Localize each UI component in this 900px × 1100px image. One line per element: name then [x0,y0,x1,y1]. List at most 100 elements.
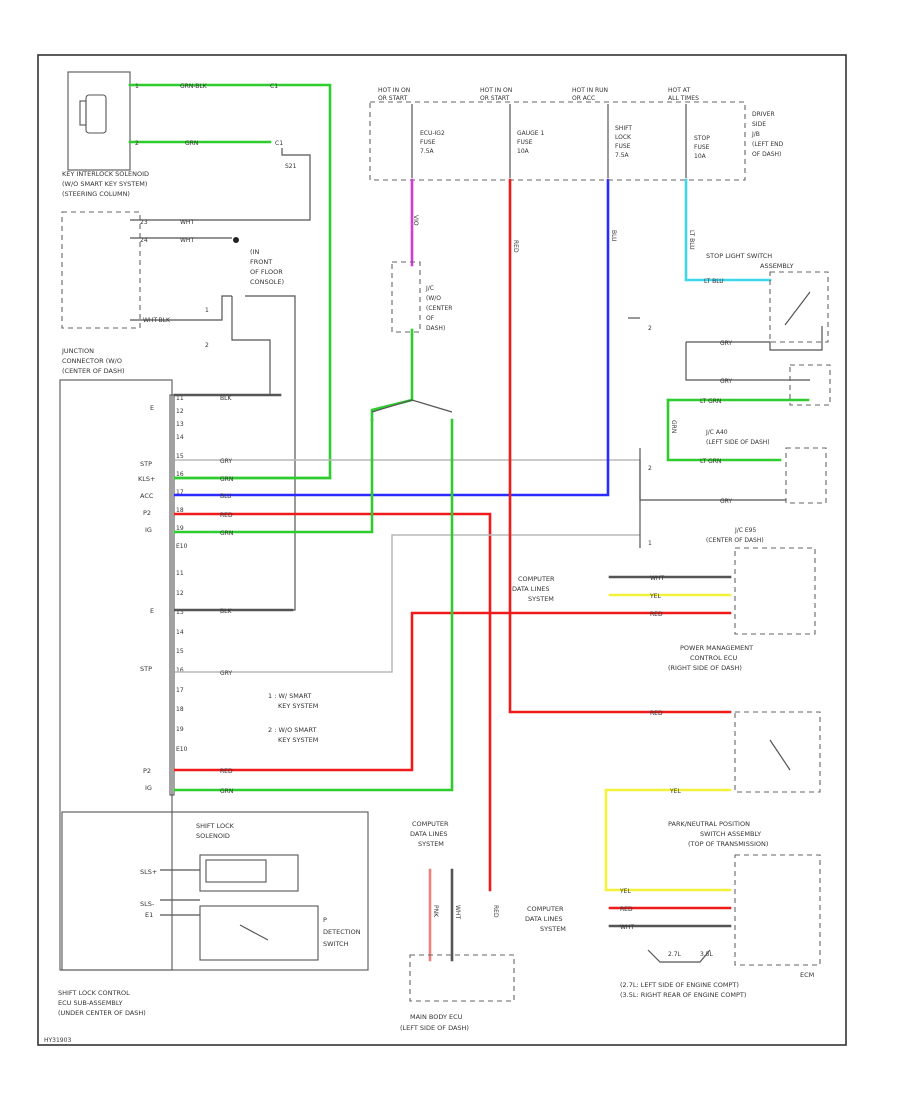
pin-ig-1: IG [145,526,152,534]
lbl-grn-2: GRN [220,530,233,537]
pin-num-5: 1 [648,540,652,547]
jc-dashed-box [61,211,141,329]
hot2-2: OR START [480,95,510,102]
lbl-ltblu-h: LT BLU [704,278,724,285]
fuse1-c: 7.5A [420,148,435,155]
fusebox-1: DRIVER [752,111,775,118]
front-floor-2: FRONT [250,258,272,266]
p-switch-contact [239,924,269,941]
lbl-ltblu: LT BLU [688,230,695,250]
wire-gry-stp-2 [175,534,640,673]
pin-num-2: 2 [205,342,209,349]
wire-red-p2 [173,512,492,892]
num-12b: 12 [176,590,184,597]
lbl-gry-3: GRY [720,378,732,385]
num-17a: 17 [176,489,184,496]
comp2-2: DATA LINES [525,915,562,923]
wire-blu-acc [173,178,610,497]
wire-grn-blk-sol [128,83,332,480]
body-ecu-2: (LEFT SIDE OF DASH) [400,1024,469,1032]
wire-blk-2 [175,295,296,611]
wire-ltblu-stop [684,178,772,282]
diagram-frame [37,54,847,1046]
shift-lock-control-ecu [61,811,369,971]
junction-label-3: (CENTER OF DASH) [62,367,125,375]
solenoid-inner [205,859,267,883]
lbl-grn-1: GRN [220,476,233,483]
lbl-ltgrn-2: LT GRN [700,458,721,465]
ecm-box [734,854,821,966]
sol-pin-1: 1 [135,83,139,90]
pin-stp-1: STP [140,460,152,468]
shift-ctrl-1: SHIFT LOCK CONTROL [58,989,130,997]
sol-conn-s21: S21 [285,163,297,170]
num-18b: 18 [176,706,184,713]
note-1a: 1 : W/ SMART [268,692,311,700]
solenoid-coil-bracket [79,100,87,126]
jc-wire-wht-1: WHT [180,219,194,226]
note-2a: 2 : W/O SMART [268,726,316,734]
wire-stop-gry [686,326,823,351]
comp2-3: SYSTEM [540,925,566,933]
lbl-yel-c: YEL [649,593,661,600]
comp1-3: SYSTEM [528,595,554,603]
fuse2-c: 10A [517,148,530,155]
num-16b: 16 [176,667,184,674]
lbl-blu-g: BLU [610,230,617,242]
jc-pin-strip [169,394,175,796]
front-floor-3: OF FLOOR [250,268,283,276]
note-2b: KEY SYSTEM [278,736,318,744]
jc-wire-wht-2: WHT [180,237,194,244]
ecu-e1: E1 [145,911,153,919]
num-e10b: E10 [176,746,188,753]
p-det-2: DETECTION [323,928,361,936]
comp3-3: SYSTEM [418,840,444,848]
pin-acc: ACC [140,492,154,500]
jc-top-3: (CENTER [426,305,452,312]
num-13a: 13 [176,421,184,428]
jc-a40-box [789,364,831,406]
fusebox-4: (LEFT END [752,141,784,148]
ground-dot [233,237,239,243]
num-18a: 18 [176,507,184,514]
lbl-wht-e: WHT [620,924,634,931]
ecm-3: (3.5L: RIGHT REAR OF ENGINE COMPT) [620,991,746,999]
front-floor-4: CONSOLE) [250,278,284,286]
lbl-red-1: RED [220,512,233,519]
fuse3-c: FUSE [615,143,631,150]
jc-wire-wht-blk: WHT-BLK [143,317,171,324]
pn-2: SWITCH ASSEMBLY [700,830,761,838]
fuse2-b: FUSE [517,139,533,146]
shift-ctrl-2: ECU SUB-ASSEMBLY [58,999,123,1007]
fuse4-a: STOP [694,135,710,142]
jc-right-2: (LEFT SIDE OF DASH) [706,439,770,446]
p-detection-switch [199,905,319,961]
pin-e-2: E [150,607,154,615]
lbl-red-b: RED [492,905,499,918]
sol-wire-1-label: GRN-BLK [180,83,208,90]
shift-lock-solenoid [199,854,299,892]
jc-pin-24: 24 [140,237,148,244]
hot1-1: HOT IN ON [378,87,410,94]
num-11a: 11 [176,395,184,402]
pin-e-1: E [150,404,154,412]
num-14b: 14 [176,629,184,636]
eng-27: 2.7L [668,951,682,958]
fuse-box [369,101,746,181]
pin-p2-2: P2 [143,767,151,775]
lbl-blk-2: BLK [220,608,232,615]
num-14a: 14 [176,434,184,441]
fusebox-5: OF DASH) [752,151,781,158]
comp3-2: DATA LINES [410,830,447,838]
jc-top-5: DASH) [426,325,445,332]
note-1b: KEY SYSTEM [278,702,318,710]
jc-top-4: OF [426,315,435,322]
wire-grn-ig [173,418,374,534]
num-16a: 16 [176,471,184,478]
wire-jc-shield [130,295,232,321]
solenoid-label-3: (STEERING COLUMN) [62,190,130,198]
lbl-red-g2: RED [650,710,663,717]
lbl-gry-stop: GRY [720,340,732,347]
power-ecu-1: POWER MANAGEMENT [680,644,753,652]
jc-e95-2: (CENTER OF DASH) [706,537,764,544]
